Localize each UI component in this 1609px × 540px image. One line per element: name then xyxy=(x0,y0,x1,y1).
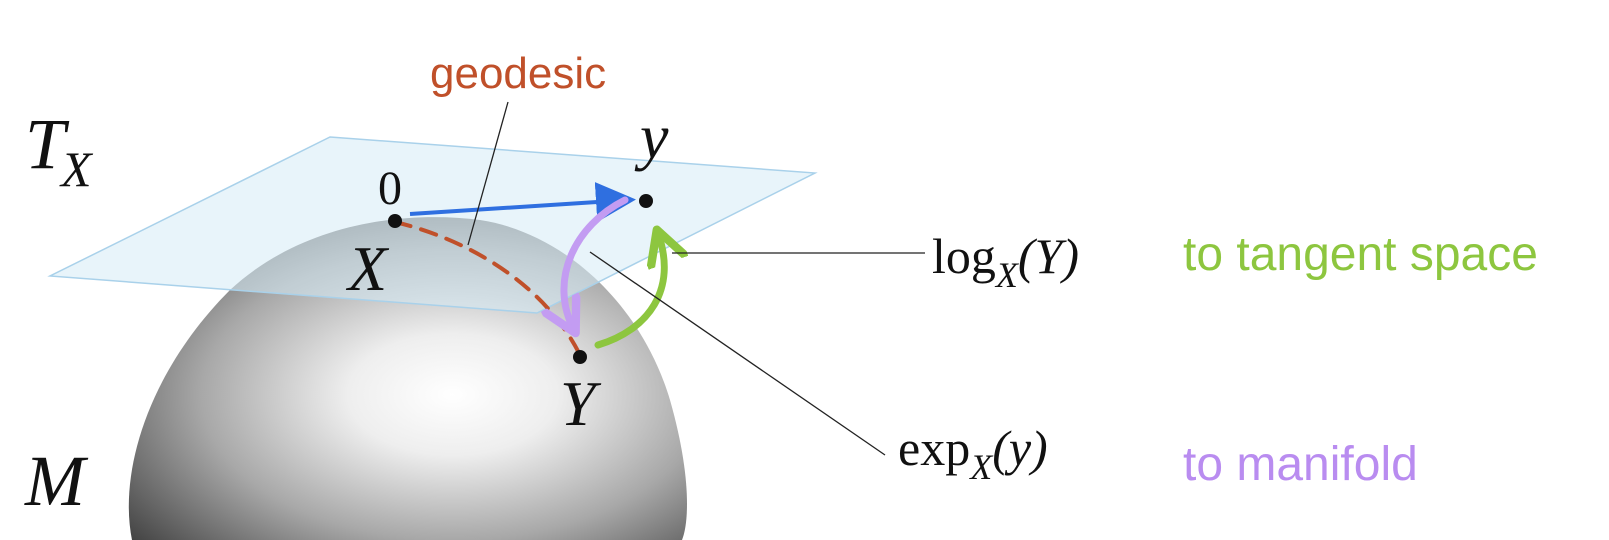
point-x-dot xyxy=(388,214,402,228)
tangent-space-label: TX xyxy=(25,104,94,197)
manifold-label: M xyxy=(24,441,89,521)
point-y-manifold-label: Y xyxy=(560,368,602,439)
exp-func: exp xyxy=(898,420,970,476)
exp-map-label: expX(y) xyxy=(898,420,1048,487)
point-y-tangent-dot xyxy=(639,194,653,208)
log-func: log xyxy=(932,228,996,284)
point-y-manifold-dot xyxy=(573,350,587,364)
exp-argument: (y) xyxy=(992,420,1048,476)
exp-subscript: X xyxy=(968,447,994,487)
log-map-arrow xyxy=(594,233,664,349)
tangent-plane xyxy=(47,136,818,314)
exp-leader-line xyxy=(589,251,886,456)
tangent-vector-arrow xyxy=(409,182,636,223)
point-y-tangent-label: y xyxy=(634,101,669,172)
origin-label: 0 xyxy=(378,162,402,215)
exp-map-arrow xyxy=(564,196,629,330)
tangent-space-subscript: X xyxy=(59,141,94,197)
log-argument: (Y) xyxy=(1018,228,1079,284)
point-x-label: X xyxy=(345,233,390,304)
geodesic-leader-line xyxy=(467,101,509,246)
geodesic-label: geodesic xyxy=(430,49,606,98)
log-map-label: logX(Y) xyxy=(932,228,1079,295)
exp-map-caption: to manifold xyxy=(1183,438,1418,491)
tangent-space-letter: T xyxy=(25,104,70,184)
log-map-caption: to tangent space xyxy=(1183,228,1538,281)
log-subscript: X xyxy=(994,255,1020,295)
